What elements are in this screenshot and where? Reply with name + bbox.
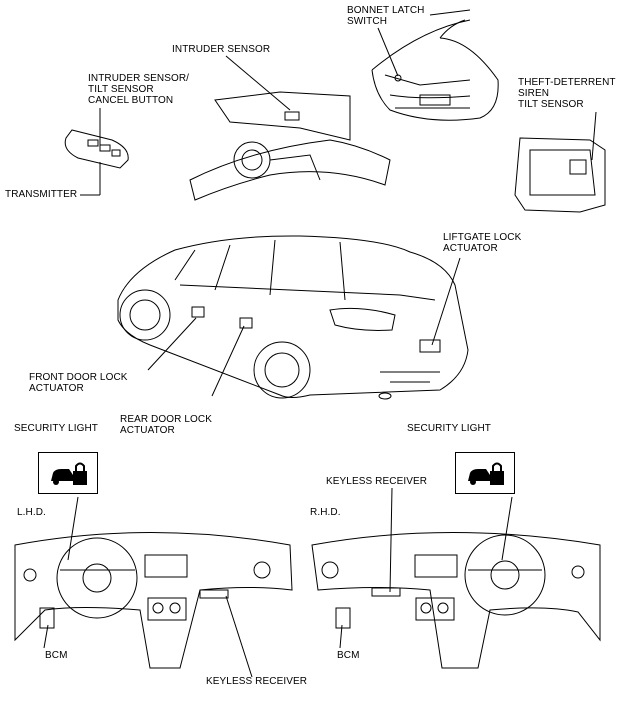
label-rear-door-lock-actuator: REAR DOOR LOCK ACTUATOR	[120, 414, 212, 436]
car-padlock-icon	[51, 462, 87, 485]
label-keyless-receiver-bottom: KEYLESS RECEIVER	[206, 676, 308, 687]
label-transmitter: TRANSMITTER	[5, 189, 78, 200]
interior-illustration	[189, 91, 391, 201]
label-bonnet-latch-switch: BONNET LATCH SWITCH	[347, 5, 425, 27]
label-lhd: L.H.D.	[17, 507, 46, 518]
label-security-light-left: SECURITY LIGHT	[14, 423, 99, 434]
security-light-indicator-left	[38, 452, 98, 494]
label-bcm-right: BCM	[337, 650, 360, 661]
front-car-illustration	[371, 9, 499, 121]
security-light-indicator-right	[455, 452, 515, 494]
label-theft-deterrent-siren: THEFT-DETERRENT SIREN TILT SENSOR	[518, 77, 616, 110]
label-security-light-right: SECURITY LIGHT	[407, 423, 492, 434]
label-keyless-receiver-top: KEYLESS RECEIVER	[326, 476, 428, 487]
lhd-dashboard-illustration	[14, 532, 293, 669]
label-liftgate-lock-actuator: LIFTGATE LOCK ACTUATOR	[443, 232, 522, 254]
wagon-car-illustration	[117, 235, 469, 400]
rhd-dashboard-illustration	[311, 532, 601, 669]
liftgate-illustration	[514, 137, 606, 213]
label-intruder-cancel-button: INTRUDER SENSOR/ TILT SENSOR CANCEL BUTT…	[88, 73, 190, 106]
transmitter-illustration	[64, 129, 129, 169]
label-bcm-left: BCM	[45, 650, 68, 661]
car-padlock-icon	[468, 462, 504, 485]
label-rhd: R.H.D.	[310, 507, 341, 518]
label-intruder-sensor: INTRUDER SENSOR	[172, 44, 271, 55]
label-front-door-lock-actuator: FRONT DOOR LOCK ACTUATOR	[29, 372, 128, 394]
